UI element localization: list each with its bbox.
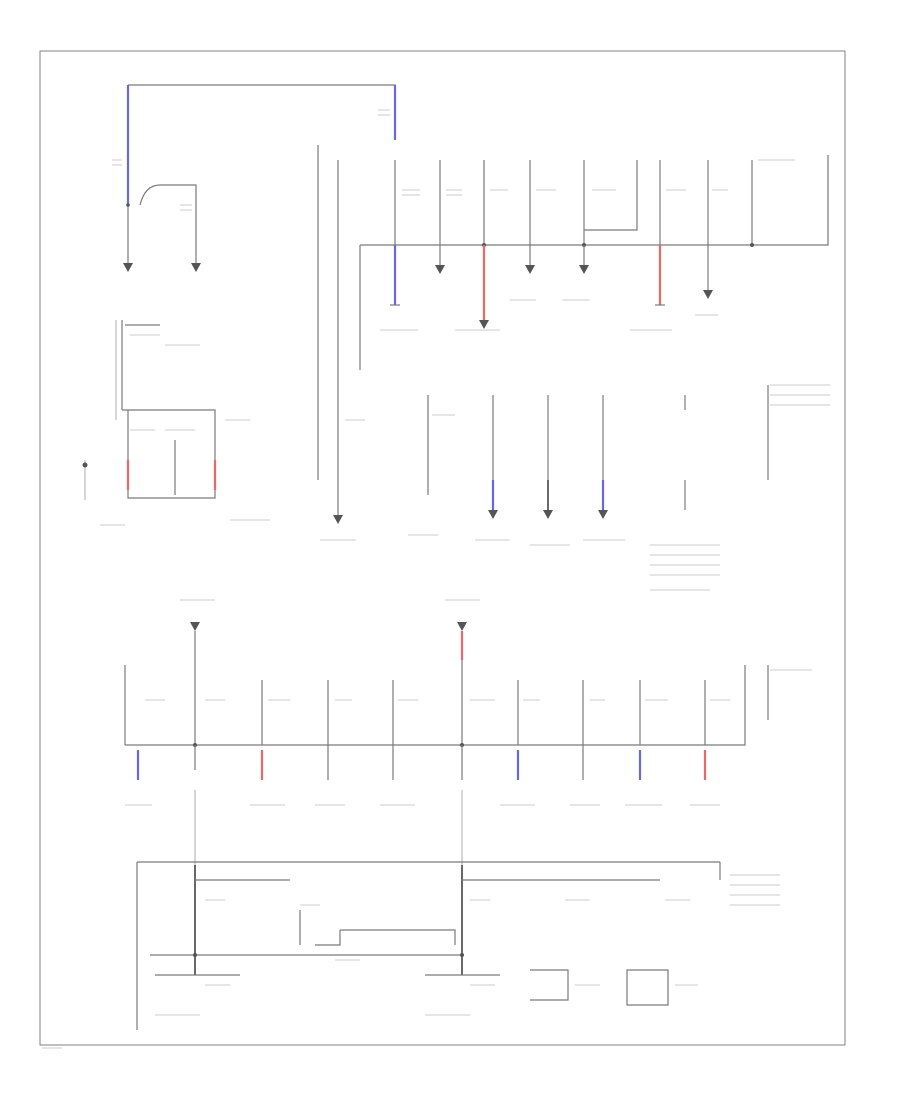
connector-dot-icon [82, 462, 88, 468]
middle-circuit-row [333, 385, 769, 524]
label-ticks [42, 109, 830, 1049]
bottom-junction-block [136, 861, 721, 1030]
battery-section [123, 84, 397, 272]
junction-box-icon [190, 622, 200, 631]
lower-fuse-bus [124, 622, 769, 865]
diagram-frame [39, 50, 846, 1046]
fusible-link-block [82, 320, 217, 500]
ground-arrow-icon [123, 263, 133, 272]
junction-box-icon [457, 622, 467, 631]
connector-dot-icon [126, 203, 130, 207]
ground-arrow-icon [191, 263, 201, 272]
top-right-fuse-bus [317, 145, 829, 515]
connector-dot-icon [750, 243, 754, 247]
